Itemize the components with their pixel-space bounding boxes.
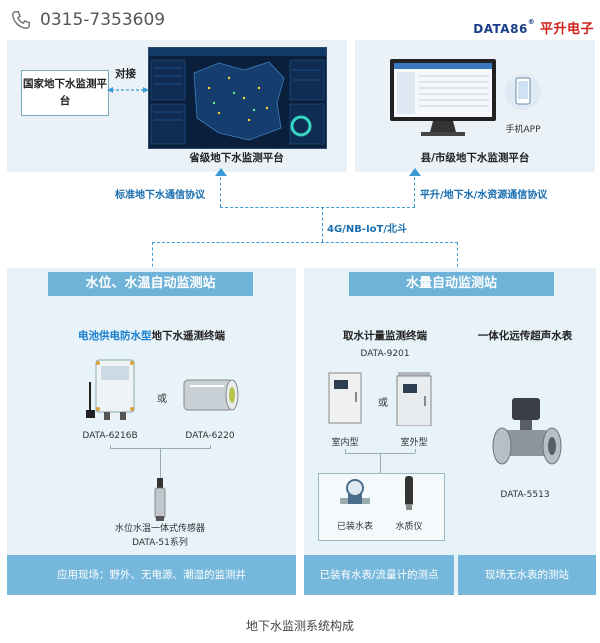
ultrasonic-title: 一体化远传超声水表 — [477, 330, 573, 342]
water-level-section — [7, 268, 296, 593]
arrow-up-left — [215, 168, 227, 176]
connect-arrow — [107, 87, 149, 93]
connector — [345, 449, 346, 453]
county-platform-label: 县/市级地下水监测平台 — [420, 152, 530, 164]
right-footer-left: 已装有水表/流量计的测点 — [304, 555, 454, 595]
left-footer: 应用现场：野外、无电源、潮湿的监测井 — [7, 555, 296, 595]
connector — [152, 242, 458, 243]
quality-probe-image — [405, 476, 413, 510]
connector — [457, 242, 458, 272]
connector — [322, 207, 323, 242]
brand-latin: DATA86 — [473, 22, 528, 36]
outdoor-label: 室外型 — [400, 438, 428, 448]
network-label: 4G/NB-IoT/北斗 — [327, 224, 408, 235]
sensor-name: 水位水温一体式传感器 — [114, 524, 205, 534]
phone-app-label: 手机APP — [505, 125, 541, 135]
phone-app-icon — [505, 74, 541, 110]
terminal-subtitle: 电池供电防水型地下水遥测终端 — [78, 330, 225, 342]
dashboard-screenshot — [148, 47, 327, 149]
device-6216b-image — [86, 359, 135, 420]
indoor-cabinet-image — [328, 372, 362, 424]
phone-number: 0315-7353609 — [40, 10, 166, 30]
diagram-caption: 地下水监测系统构成 — [245, 619, 354, 633]
connect-label: 对接 — [115, 68, 136, 80]
connector — [380, 453, 381, 473]
connector — [110, 445, 111, 449]
water-quantity-section-title: 水量自动监测站 — [349, 272, 554, 296]
water-meter-image — [340, 479, 370, 504]
device-6216b-label: DATA-6216B — [82, 431, 138, 441]
or-text-left: 或 — [157, 394, 167, 405]
connector — [220, 172, 221, 207]
terminal-title: 取水计量监测终端 — [343, 330, 427, 342]
outdoor-cabinet-image — [396, 372, 432, 426]
sensors-box — [318, 473, 445, 541]
ultrasonic-meter-image — [492, 398, 562, 465]
ultrasonic-model: DATA-5513 — [500, 490, 550, 500]
brand-cn: 平升电子 — [539, 22, 594, 37]
meter-label: 已装水表 — [336, 522, 373, 532]
phone-contact: 0315-7353609 — [10, 6, 165, 34]
water-level-section-title: 水位、水温自动监测站 — [48, 272, 253, 296]
connector — [210, 445, 211, 449]
protocol-right-label: 平升/地下水/水资源通信协议 — [420, 190, 548, 201]
or-text-right: 或 — [378, 398, 388, 409]
terminal-model: DATA-9201 — [360, 349, 410, 359]
device-6220-image — [183, 379, 239, 411]
connector — [160, 448, 161, 478]
provincial-platform-label: 省级地下水监测平台 — [189, 152, 284, 164]
connector — [220, 207, 415, 208]
national-platform-box: 国家地下水监测平台 — [21, 70, 109, 116]
device-6220-label: DATA-6220 — [185, 431, 235, 441]
monitor-illustration — [390, 59, 496, 136]
indoor-label: 室内型 — [331, 438, 359, 448]
phone-icon — [12, 11, 30, 29]
connector — [152, 242, 153, 272]
connector — [414, 172, 415, 207]
protocol-left-label: 标准地下水通信协议 — [115, 190, 205, 201]
brand-logo: DATA86® 平升电子 — [473, 18, 594, 37]
arrow-up-right — [409, 168, 421, 176]
sensor-probe-image — [154, 478, 166, 521]
connector — [415, 449, 416, 453]
right-footer-right: 现场无水表的测站 — [458, 555, 596, 595]
sensor-model: DATA-51系列 — [132, 538, 188, 548]
quality-label: 水质仪 — [395, 522, 423, 532]
